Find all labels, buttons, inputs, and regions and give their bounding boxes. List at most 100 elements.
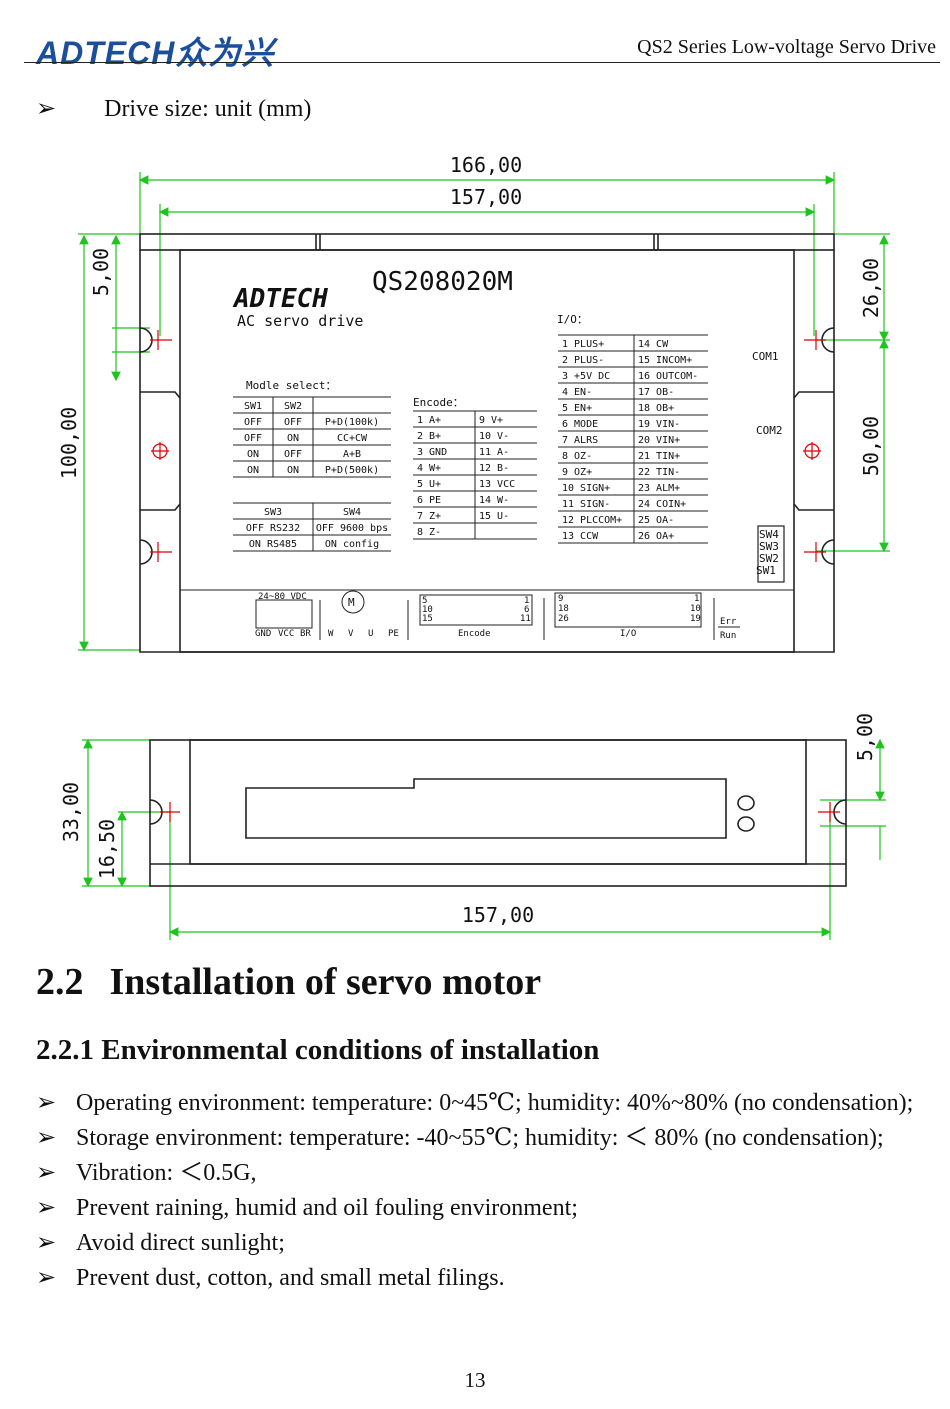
switch-label: SW2 — [759, 552, 779, 565]
encode-table-cell: 2 B+ — [417, 431, 441, 442]
encode-pin: 10 — [422, 605, 433, 615]
list-item-text: Vibration: ＜0.5G, — [76, 1160, 257, 1186]
io-table-cell: 7 ALRS — [562, 435, 598, 446]
encode-pin: 5 — [422, 596, 427, 606]
bottom-connectors — [180, 589, 794, 640]
switch-table-cell: SW3 — [264, 507, 282, 518]
list-item: ➢ Vibration: ＜0.5G, — [36, 1158, 936, 1189]
dim-right-mid: 50,00 — [859, 416, 883, 476]
motor-symbol: M — [348, 596, 355, 609]
mode-table-cell: ON — [247, 465, 259, 476]
switch-table-cell: ON config — [325, 539, 379, 550]
encode-table-cell: 9 V+ — [479, 415, 503, 426]
model-name: QS208020M — [372, 267, 513, 297]
mode-table-cell: SW2 — [284, 401, 302, 412]
switch-table-cell: ON RS485 — [249, 539, 297, 550]
page-number: 13 — [464, 1368, 486, 1392]
list-item-text: Prevent dust, cotton, and small metal fi… — [76, 1265, 505, 1291]
com1-label: COM1 — [752, 350, 779, 363]
io-table-cell: 4 EN- — [562, 387, 592, 398]
bullet-icon: ➢ — [36, 1125, 57, 1151]
io-table-cell: 21 TIN+ — [638, 451, 680, 462]
encode-connector-label: Encode — [458, 629, 491, 639]
io-table-cell: 5 EN+ — [562, 403, 592, 414]
motor-terminal: W — [328, 629, 334, 639]
io-pin: 9 — [558, 594, 563, 604]
drive-side-view — [149, 739, 847, 887]
bullet-icon: ➢ — [36, 1160, 57, 1186]
dim-side-width: 157,00 — [462, 903, 534, 927]
mode-table-cell: P+D(100k) — [325, 417, 379, 428]
list-item: ➢Prevent raining, humid and oil fouling … — [36, 1193, 936, 1224]
front-logo: ADTECH — [232, 284, 328, 314]
encode-table-cell: 7 Z+ — [417, 511, 441, 522]
io-pin: 10 — [690, 604, 701, 614]
motor-terminal: U — [368, 629, 373, 639]
mode-table-cell: SW1 — [244, 401, 262, 412]
drive-subtitle: AC servo drive — [237, 312, 363, 330]
io-table-cell: 24 COIN+ — [638, 499, 686, 510]
io-table-cell: 17 OB- — [638, 387, 674, 398]
motor-terminal: V — [348, 629, 354, 639]
list-item: ➢Prevent dust, cotton, and small metal f… — [36, 1263, 936, 1294]
encode-table-cell: 15 U- — [479, 511, 509, 522]
encode-table-cell: 1 A+ — [417, 415, 441, 426]
io-table-cell: 20 VIN+ — [638, 435, 680, 446]
encode-pin: 11 — [520, 614, 531, 624]
motor-terminal: PE — [388, 629, 399, 639]
io-table-cell: 2 PLUS- — [562, 355, 604, 366]
mode-table-cell: OFF — [244, 417, 262, 428]
io-table-cell: 10 SIGN+ — [562, 483, 610, 494]
encode-table-cell: 14 W- — [479, 495, 509, 506]
mode-table-cell: OFF — [244, 433, 262, 444]
io-table-cell: 12 PLCCOM+ — [562, 515, 622, 526]
dimension-lines — [78, 172, 890, 940]
mode-table-cell: OFF — [284, 417, 302, 428]
encode-table-cell: 13 VCC — [479, 479, 515, 490]
encode-table-cell: 10 V- — [479, 431, 509, 442]
encode-table-cell: 6 PE — [417, 495, 441, 506]
encode-table-cell: 12 B- — [479, 463, 509, 474]
list-item-text: Avoid direct sunlight; — [76, 1230, 285, 1256]
io-table-cell: 6 MODE — [562, 419, 598, 430]
intro-bullet-item: ➢ Drive size: unit (mm) — [36, 96, 311, 123]
mounting-holes — [150, 330, 826, 562]
drive-top-view — [139, 233, 835, 653]
mode-table-cell: A+B — [343, 449, 361, 460]
mode-select-label: Modle select： — [246, 379, 336, 392]
mode-table-cell: CC+CW — [337, 433, 368, 444]
io-table-cell: 23 ALM+ — [638, 483, 680, 494]
mode-table-cell: ON — [287, 465, 299, 476]
switch-table-cell: SW4 — [343, 507, 361, 518]
power-terminal: BR — [300, 629, 311, 639]
encode-label: Encode： — [413, 396, 464, 409]
io-table-cell: 26 OA+ — [638, 531, 674, 542]
mode-table-cell: OFF — [284, 449, 302, 460]
io-label: I/O： — [557, 313, 588, 326]
power-terminal: GND — [255, 629, 271, 639]
io-table-cell: 22 TIN- — [638, 467, 680, 478]
io-table-cell: 11 SIGN- — [562, 499, 610, 510]
subsection-heading: 2.2.1 Environmental conditions of instal… — [36, 1034, 600, 1066]
drive-dimension-drawing: 166,00 157,00 100,00 5,00 26,00 50,00 33… — [57, 153, 890, 940]
io-pin: 18 — [558, 604, 569, 614]
io-pin: 1 — [694, 594, 699, 604]
encode-pin: 6 — [524, 605, 529, 615]
io-table-cell: 13 CCW — [562, 531, 599, 542]
com2-label: COM2 — [756, 424, 783, 437]
mode-table-cell: ON — [247, 449, 259, 460]
dim-hole-width: 157,00 — [450, 185, 522, 209]
io-table-cell: 18 OB+ — [638, 403, 674, 414]
dim-top-offset: 5,00 — [89, 248, 113, 296]
intro-text: Drive size: unit (mm) — [104, 96, 312, 122]
io-table-cell: 9 OZ+ — [562, 467, 592, 478]
io-table-cell: 1 PLUS+ — [562, 339, 604, 350]
bullet-icon: ➢ — [36, 1090, 57, 1116]
encode-table-cell: 3 GND — [417, 447, 447, 458]
section-title: Installation of servo motor — [109, 961, 542, 1003]
bullet-icon: ➢ — [36, 96, 57, 122]
io-table-cell: 15 INCOM+ — [638, 355, 692, 366]
bullet-icon: ➢ — [36, 1195, 57, 1221]
dim-side-height: 33,00 — [59, 782, 83, 842]
